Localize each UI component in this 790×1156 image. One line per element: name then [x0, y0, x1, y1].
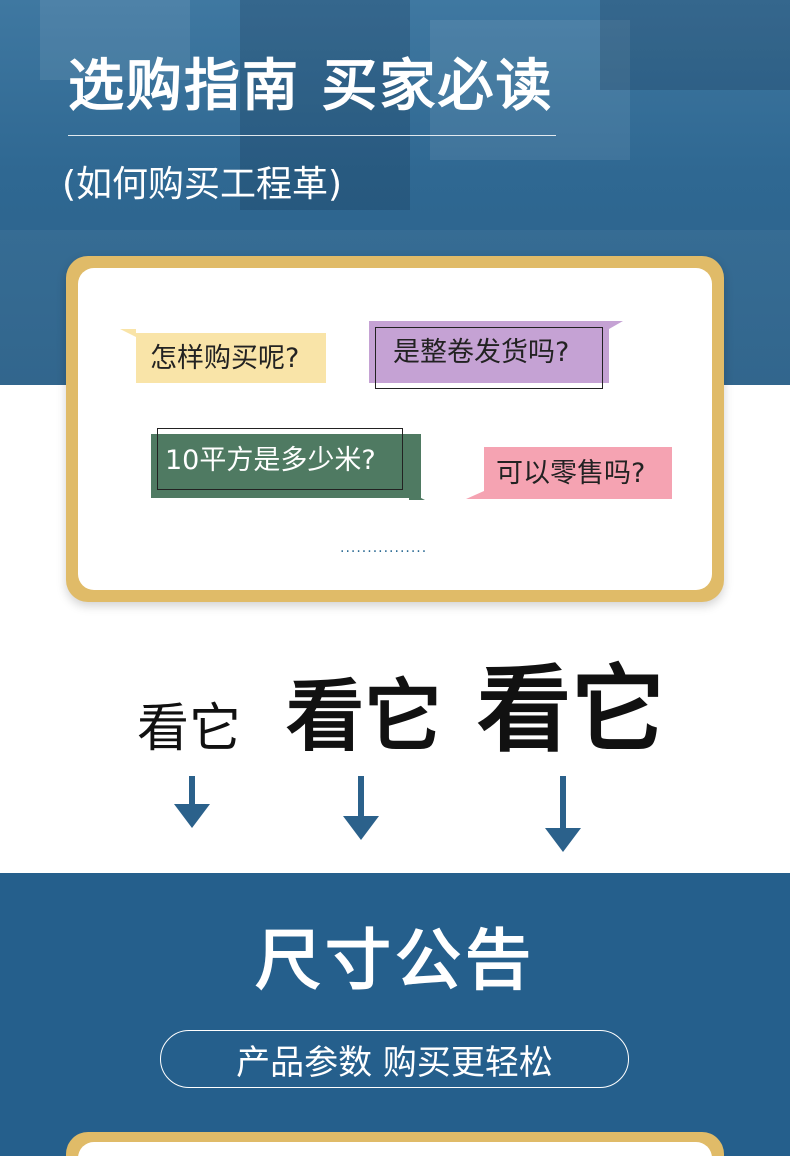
question-bubble-square-meters: 10平方是多少米? [151, 428, 425, 500]
bubble-tail [120, 329, 136, 337]
background-photo-shape [240, 0, 410, 210]
down-arrow-icon [545, 776, 581, 852]
bubble-tail [609, 321, 623, 329]
ellipsis-dots: ················ [340, 544, 428, 560]
bubble-tail [466, 491, 484, 499]
page-title: 选购指南 买家必读 [68, 54, 554, 119]
look-heading-small: 看它 [137, 699, 242, 759]
look-heading-medium: 看它 [286, 672, 443, 762]
down-arrow-icon [343, 776, 379, 840]
title-divider [68, 135, 556, 136]
size-table-card-inner [78, 1142, 712, 1156]
background-photo-shape [40, 0, 190, 80]
look-heading-large: 看它 [477, 656, 666, 765]
question-bubble-how-to-buy: 怎样购买呢? [120, 329, 326, 383]
question-text: 10平方是多少米? [165, 444, 376, 476]
question-text: 可以零售吗? [496, 457, 646, 489]
bubble-outline [375, 327, 603, 389]
question-text: 是整卷发货吗? [393, 336, 570, 368]
question-text: 怎样购买呢? [150, 342, 300, 374]
background-photo-shape [430, 20, 630, 160]
bubble-outline [157, 428, 403, 490]
size-notice-tagline: 产品参数 购买更轻松 [160, 1030, 629, 1088]
down-arrow-icon [174, 776, 210, 828]
question-bubble-whole-roll: 是整卷发货吗? [369, 321, 623, 389]
page-subtitle: (如何购买工程革) [62, 164, 343, 205]
size-notice-title: 尺寸公告 [255, 922, 535, 999]
size-notice-section [0, 873, 790, 1156]
bubble-tail [409, 492, 425, 500]
size-table-card [66, 1132, 724, 1156]
background-photo-shape [600, 0, 790, 90]
question-bubble-retail: 可以零售吗? [466, 447, 672, 499]
